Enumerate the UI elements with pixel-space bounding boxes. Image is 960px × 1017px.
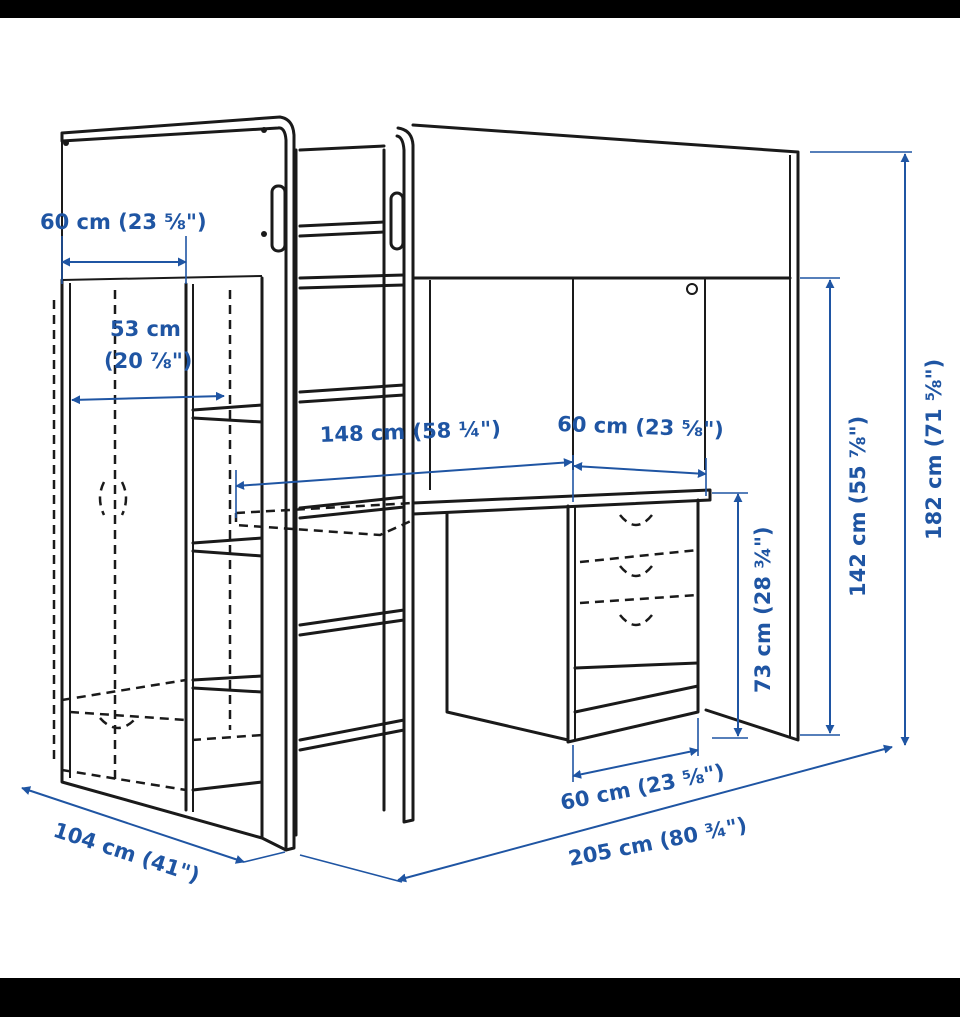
drawer-handles — [619, 514, 653, 627]
ext-line — [299, 854, 403, 883]
dim-line-total-length — [397, 744, 893, 883]
label-wardrobe-width: 60 cm (23 ⅝") — [40, 210, 207, 234]
left-handle-slot — [270, 184, 287, 253]
desk-top — [411, 488, 712, 516]
label-desk-height: 73 cm (28 ¾") — [751, 526, 775, 693]
wardrobe-front-post — [260, 276, 288, 852]
bolt-2 — [261, 231, 267, 237]
cable-hole — [686, 283, 698, 295]
dimension-lines — [21, 151, 912, 883]
label-total-depth: 104 cm (41") — [50, 818, 202, 888]
shelf-2 — [191, 536, 264, 558]
shelf-3 — [191, 674, 264, 694]
hidden-shelf-line — [191, 733, 263, 742]
dim-line-desk-length — [235, 458, 573, 490]
label-underside-height: 142 cm (55 ⅞") — [846, 416, 870, 597]
hidden-lines-wardrobe — [52, 290, 232, 780]
bottom-black-bar — [0, 978, 960, 1017]
label-drawer-top: 60 cm (23 ⅝") — [557, 412, 724, 442]
guard-rail-mid — [298, 220, 386, 238]
diagram-canvas: 60 cm (23 ⅝") 53 cm (20 ⅞") 148 cm (58 ¼… — [0, 18, 960, 978]
ladder-rung-4 — [298, 608, 406, 637]
label-total-length: 205 cm (80 ¾") — [566, 813, 748, 871]
label-drawer-bottom: 60 cm (23 ⅝") — [558, 760, 726, 815]
dimension-labels: 60 cm (23 ⅝") 53 cm (20 ⅞") 148 cm (58 ¼… — [40, 210, 946, 888]
label-inner-width-cm: 53 cm — [110, 317, 181, 341]
ladder-rung-2 — [298, 383, 406, 404]
ladder-rung-5 — [298, 718, 406, 752]
shelf-bottom — [191, 780, 264, 792]
label-total-height: 182 cm (71 ⅝") — [922, 359, 946, 540]
hidden-rail-bracket — [98, 481, 128, 516]
ladder-rung-3 — [298, 495, 406, 520]
bolt-3 — [63, 140, 69, 146]
ladder-rung-1 — [298, 273, 406, 290]
dim-line-inner-width — [71, 391, 225, 405]
dim-line-total-depth — [21, 786, 245, 864]
drawer-open-shelf — [573, 661, 700, 714]
shelf-1 — [191, 403, 264, 424]
right-end-panel — [411, 123, 800, 742]
right-handle-slot — [389, 191, 405, 251]
bolt-1 — [261, 127, 267, 133]
left-panel-bottom-edge — [61, 275, 263, 281]
label-desk-length: 148 cm (58 ¼") — [319, 417, 501, 447]
loft-bed-dimension-drawing: 60 cm (23 ⅝") 53 cm (20 ⅞") 148 cm (58 ¼… — [21, 115, 946, 888]
dim-line-drawer-top — [573, 461, 707, 479]
ext-line — [243, 851, 286, 863]
label-inner-width-in: (20 ⅞") — [104, 349, 192, 373]
guard-rail-top — [298, 144, 386, 152]
desk-leg-panel — [445, 512, 570, 742]
drawer-unit — [566, 498, 700, 744]
hidden-drawer-handle — [99, 717, 137, 730]
hidden-drawer-lines — [61, 678, 187, 792]
top-black-bar — [0, 0, 960, 18]
desk-top-hidden — [234, 501, 414, 537]
drawer-lines — [579, 548, 699, 605]
